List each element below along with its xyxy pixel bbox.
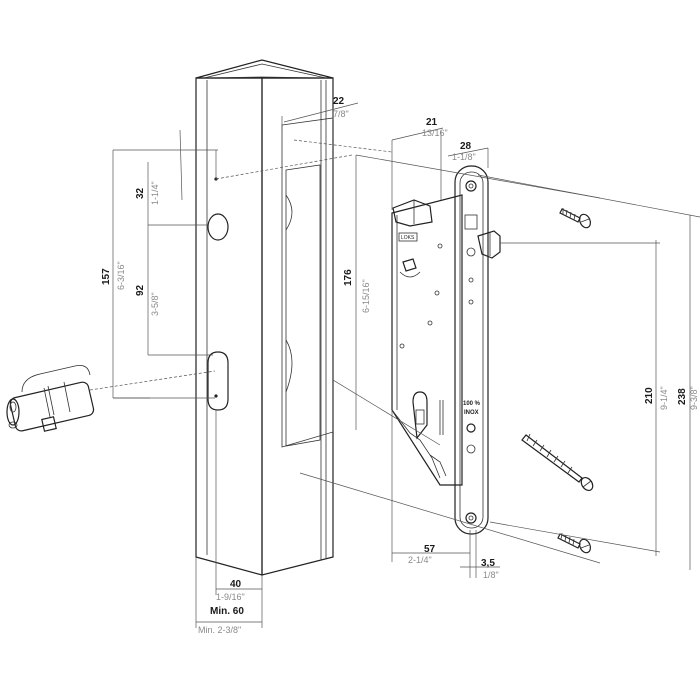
post-cylinder-hole-round [207, 213, 229, 241]
svg-text:Min. 2-3/8": Min. 2-3/8" [198, 625, 241, 635]
dim-32: 32 1-1/4" [135, 162, 160, 225]
svg-text:92: 92 [135, 284, 146, 296]
deadbolt-hook [477, 230, 501, 259]
svg-text:9-1/4": 9-1/4" [659, 386, 669, 410]
svg-text:21: 21 [426, 117, 438, 128]
square-post [195, 59, 334, 576]
svg-text:210: 210 [644, 387, 655, 404]
svg-text:22: 22 [333, 96, 345, 107]
svg-text:28: 28 [460, 141, 472, 152]
dim-min-60: Min. 60 Min. 2-3/8" [195, 557, 263, 635]
svg-text:LOKS: LOKS [401, 235, 415, 241]
svg-text:40: 40 [230, 579, 242, 590]
lock-label-plate [398, 232, 418, 242]
svg-text:32: 32 [135, 187, 146, 199]
svg-text:7/8": 7/8" [333, 109, 349, 119]
svg-text:13/16": 13/16" [422, 128, 448, 138]
svg-text:9-3/8": 9-3/8" [689, 386, 699, 410]
mortise-lock-body: LOKS [391, 194, 463, 486]
svg-text:3-5/8": 3-5/8" [150, 292, 160, 316]
dim-28: 28 1-1/8" [447, 141, 489, 168]
faceplate-material-label: 100 % [463, 401, 481, 407]
dim-57: 57 2-1/4" [391, 410, 470, 565]
fixing-screw-middle [521, 433, 594, 492]
svg-text:6-15/16": 6-15/16" [361, 279, 371, 313]
dim-210: 210 9-1/4" [644, 240, 669, 556]
dim-3-5: 3,5 1/8" [460, 530, 500, 580]
svg-text:157: 157 [101, 268, 112, 285]
cylinder-keyhole-face [6, 398, 20, 426]
svg-text:6-3/16": 6-3/16" [116, 261, 126, 290]
svg-text:1-1/8": 1-1/8" [452, 152, 476, 162]
dim-238: 238 9-3/8" [677, 215, 699, 570]
fixing-screw-top [559, 208, 592, 229]
svg-text:238: 238 [677, 388, 688, 405]
fixing-screw-bottom [557, 532, 592, 554]
lock-cylinder-cutout [412, 391, 428, 440]
svg-text:3,5: 3,5 [481, 558, 495, 569]
svg-text:176: 176 [343, 269, 354, 286]
post-screw-hole-bottom [214, 394, 218, 398]
dim-40: 40 1-9/16" [215, 410, 263, 602]
dim-22: 22 7/8" [281, 96, 359, 130]
lock-faceplate: 100 % INOX [454, 165, 501, 535]
projection-lines [113, 129, 700, 564]
dim-92: 92 3-5/8" [135, 225, 160, 355]
post-cylinder-hole-oval [207, 351, 229, 411]
svg-text:57: 57 [424, 544, 436, 555]
svg-text:1-1/4": 1-1/4" [150, 181, 160, 205]
svg-text:1/8": 1/8" [483, 570, 499, 580]
post-side-cutout [281, 117, 334, 448]
svg-text:2-1/4": 2-1/4" [408, 555, 432, 565]
euro-profile-cylinder [6, 365, 216, 432]
dim-176: 176 6-15/16" [343, 155, 371, 430]
dim-157: 157 6-3/16" [101, 150, 126, 398]
follower-square [402, 258, 417, 272]
svg-text:Min. 60: Min. 60 [210, 606, 244, 617]
faceplate-material-sublabel: INOX [464, 410, 479, 416]
svg-text:1-9/16": 1-9/16" [216, 592, 245, 602]
dim-21: 21 13/16" [391, 117, 448, 210]
